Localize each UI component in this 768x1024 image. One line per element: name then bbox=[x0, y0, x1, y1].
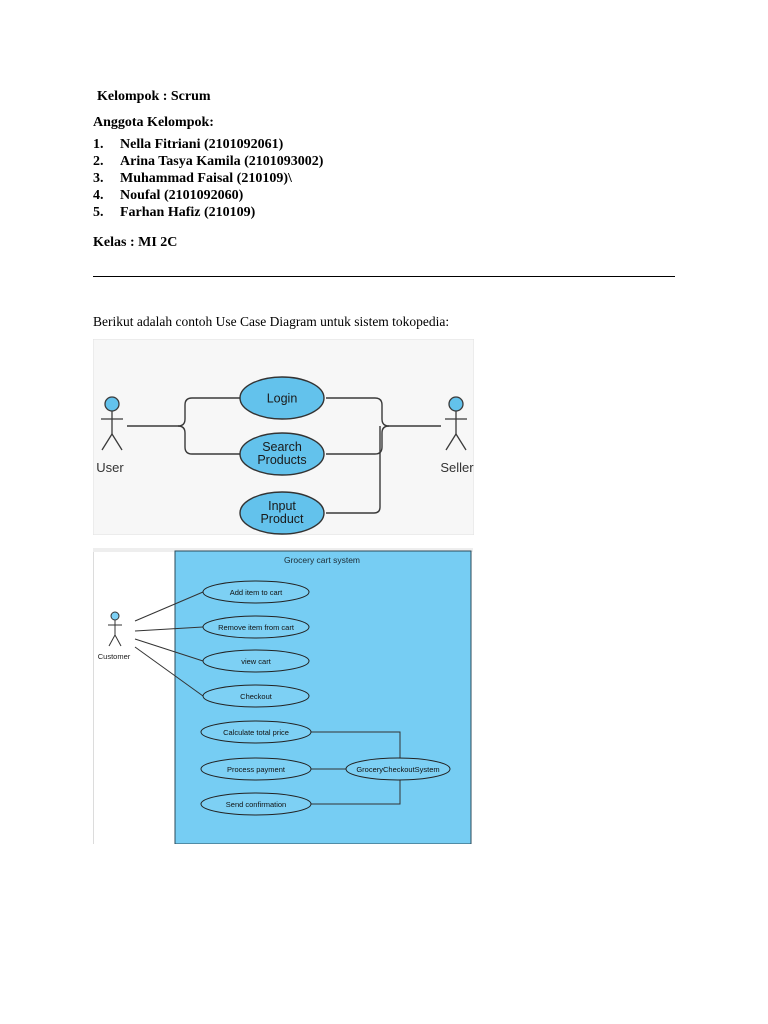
user-actor-icon bbox=[101, 396, 123, 451]
use-case-remove-label: Remove item from cart bbox=[218, 623, 295, 632]
list-item: 1. Nella Fitriani (2101092061) bbox=[93, 136, 323, 153]
connector-lines bbox=[127, 397, 441, 514]
use-case-add-label: Add item to cart bbox=[230, 588, 283, 597]
list-number: 5. bbox=[93, 205, 104, 220]
list-item: 5. Farhan Hafiz (210109) bbox=[93, 204, 323, 221]
use-case-calculate-total: Calculate total price bbox=[200, 720, 312, 744]
class-line: Kelas : MI 2C bbox=[93, 235, 178, 250]
use-case-process-payment: Process payment bbox=[200, 757, 312, 781]
customer-actor-icon bbox=[108, 611, 122, 647]
use-case-calculate-label: Calculate total price bbox=[223, 728, 289, 737]
seller-actor-icon bbox=[445, 396, 467, 451]
use-case-remove-item: Remove item from cart bbox=[202, 615, 310, 639]
member-name: Arina Tasya Kamila (2101093002) bbox=[120, 154, 324, 169]
use-case-checkout: Checkout bbox=[202, 684, 310, 708]
list-number: 2. bbox=[93, 154, 104, 169]
member-name: Farhan Hafiz (210109) bbox=[120, 205, 256, 220]
list-number: 1. bbox=[93, 137, 104, 152]
use-case-login: Login bbox=[239, 376, 325, 420]
use-case-input-label-1: Input bbox=[268, 499, 296, 513]
list-number: 3. bbox=[93, 171, 104, 186]
use-case-system-label: GroceryCheckoutSystem bbox=[356, 765, 439, 774]
use-case-search-label-2: Products bbox=[257, 453, 306, 467]
list-number: 4. bbox=[93, 188, 104, 203]
use-case-grocery-checkout-system: GroceryCheckoutSystem bbox=[345, 757, 451, 781]
customer-actor-label: Customer bbox=[98, 652, 131, 661]
use-case-input-product: Input Product bbox=[239, 491, 325, 535]
connector-lines bbox=[134, 591, 401, 805]
use-case-diagram-tokopedia: User Seller Login Search Products Input … bbox=[93, 339, 474, 535]
user-actor-label: User bbox=[96, 460, 124, 475]
use-case-login-label: Login bbox=[267, 392, 298, 406]
use-case-send-confirmation: Send confirmation bbox=[200, 792, 312, 816]
use-case-view-cart: view cart bbox=[202, 649, 310, 673]
member-name: Nella Fitriani (2101092061) bbox=[120, 137, 284, 152]
list-item: 2. Arina Tasya Kamila (2101093002) bbox=[93, 153, 323, 170]
use-case-process-label: Process payment bbox=[227, 765, 286, 774]
horizontal-rule bbox=[93, 276, 675, 277]
use-case-checkout-label: Checkout bbox=[240, 692, 273, 701]
seller-actor-label: Seller bbox=[440, 460, 474, 475]
list-item: 3. Muhammad Faisal (210109)\ bbox=[93, 170, 323, 187]
use-case-confirm-label: Send confirmation bbox=[226, 800, 286, 809]
member-name: Noufal (2101092060) bbox=[120, 188, 244, 203]
system-title: Grocery cart system bbox=[284, 555, 360, 565]
list-item: 4. Noufal (2101092060) bbox=[93, 187, 323, 204]
members-heading: Anggota Kelompok: bbox=[93, 115, 214, 130]
use-case-add-item: Add item to cart bbox=[202, 580, 310, 604]
member-list: 1. Nella Fitriani (2101092061) 2. Arina Ta… bbox=[93, 136, 323, 221]
use-case-search-products: Search Products bbox=[239, 432, 325, 476]
intro-text: Berikut adalah contoh Use Case Diagram u… bbox=[93, 314, 450, 329]
group-name: Kelompok : Scrum bbox=[97, 89, 211, 104]
use-case-input-label-2: Product bbox=[260, 512, 304, 526]
member-name: Muhammad Faisal (210109)\ bbox=[120, 171, 292, 186]
use-case-search-label-1: Search bbox=[262, 440, 302, 454]
use-case-diagram-grocery-cart: Grocery cart system Customer Add item to… bbox=[93, 548, 473, 844]
use-case-view-label: view cart bbox=[241, 657, 272, 666]
